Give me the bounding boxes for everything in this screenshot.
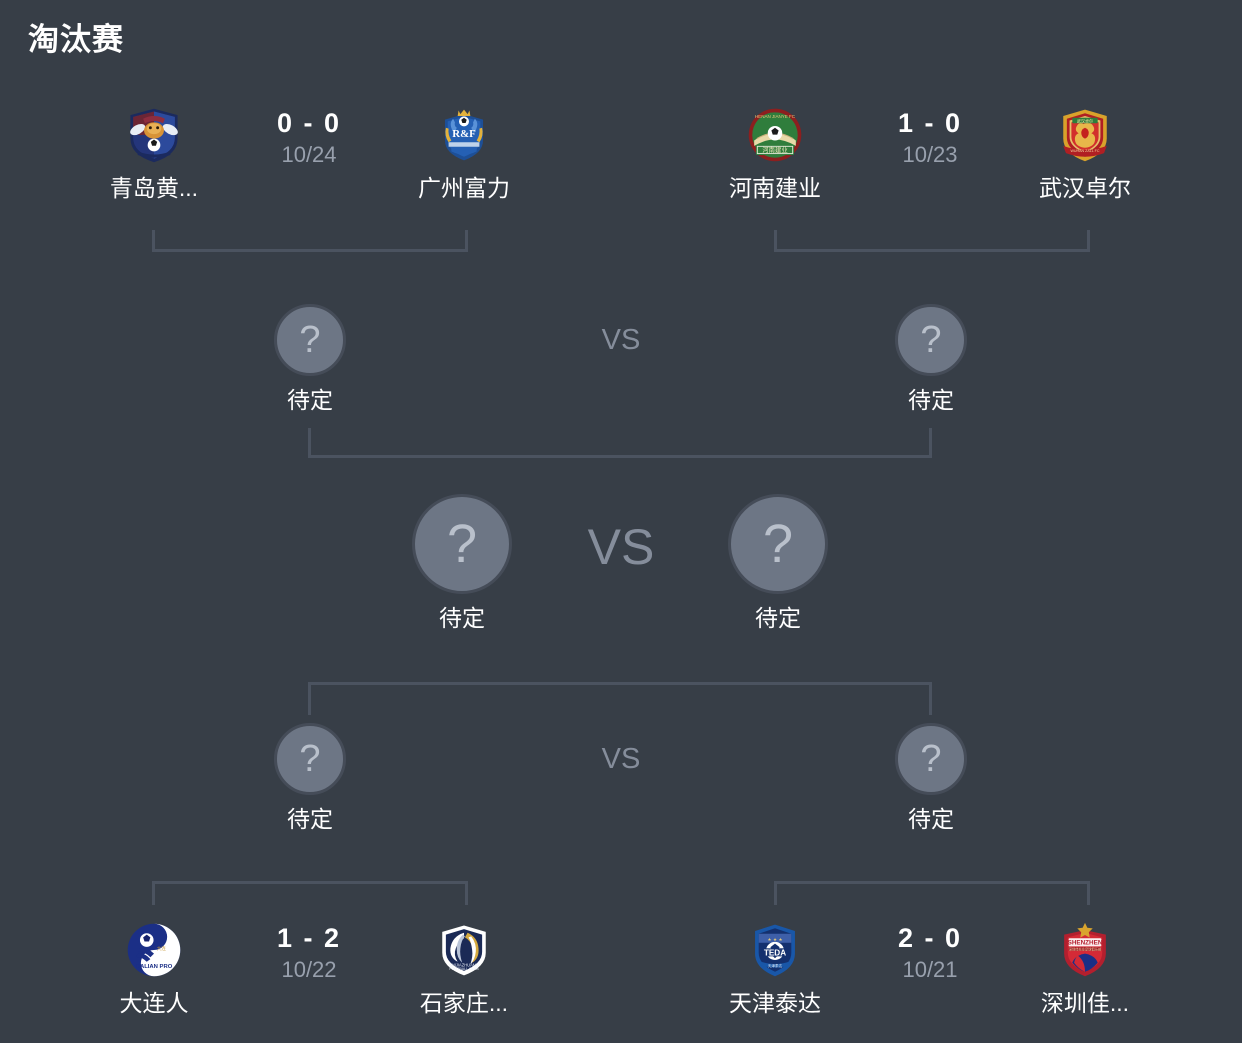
svg-text:深圳佳兆业足球俱乐部: 深圳佳兆业足球俱乐部: [1069, 946, 1102, 951]
team-name: 待定: [287, 387, 333, 413]
vs-label-sf-bottom: VS: [601, 743, 641, 775]
team-name: 天津泰达: [729, 990, 821, 1016]
tbd-question-mark: ?: [446, 514, 478, 574]
tbd-question-icon: ?: [274, 723, 346, 795]
tbd-node-sf-bottom-home[interactable]: ? 待定: [235, 723, 385, 834]
tbd-node-sf-bottom-away[interactable]: ? 待定: [856, 723, 1006, 834]
connector-sf-bottom: [308, 682, 932, 715]
connector-qf-top-right: [774, 230, 1090, 252]
tbd-question-mark: ?: [920, 737, 942, 780]
svg-text:SHENZHEN: SHENZHEN: [1068, 940, 1103, 947]
team-name: 待定: [908, 387, 954, 413]
tianjin-teda-crest: ★ ★ ★ TEDA 天津泰达: [700, 920, 850, 980]
tbd-node-final-away[interactable]: ? 待定: [703, 494, 853, 633]
tbd-question-mark: ?: [762, 514, 794, 574]
team-node-shenzhen[interactable]: SHENZHEN 深圳佳兆业足球俱乐部 深圳佳...: [1010, 920, 1160, 1018]
tbd-node-final-home[interactable]: ? 待定: [387, 494, 537, 633]
team-name: 青岛黄...: [109, 175, 199, 201]
vs-label-final: VS: [587, 519, 655, 575]
svg-text:TEDA: TEDA: [764, 948, 786, 957]
svg-text:大连: 大连: [157, 945, 167, 952]
shijiazhuang-crest: SHIJIAZHUANG FOOTBALL CLUB: [389, 920, 539, 980]
team-node-tianjin-teda[interactable]: ★ ★ ★ TEDA 天津泰达 天津泰达: [700, 920, 850, 1018]
tbd-question-mark: ?: [299, 737, 321, 780]
tbd-question-icon: ?: [412, 494, 512, 594]
team-node-shijiazhuang[interactable]: SHIJIAZHUANG FOOTBALL CLUB 石家庄...: [389, 920, 539, 1018]
tbd-question-icon: ?: [728, 494, 828, 594]
connector-qf-bottom-left: [152, 881, 468, 905]
tbd-question-mark: ?: [920, 318, 942, 361]
svg-text:武汉卓尔: 武汉卓尔: [1077, 117, 1093, 123]
svg-text:★ ★ ★: ★ ★ ★: [767, 937, 782, 943]
tbd-question-icon: ?: [895, 304, 967, 376]
svg-text:河南建业: 河南建业: [762, 145, 787, 154]
henan-jianye-crest: 河南建业 HENAN JIANYE FC: [700, 105, 850, 165]
tbd-question-icon: ?: [274, 304, 346, 376]
match-score-qf-bottom-right[interactable]: 2 - 0 10/21: [850, 922, 1010, 984]
team-node-dalian-pro[interactable]: DALIAN PRO 大连 大连人: [79, 920, 229, 1018]
score-value: 0 - 0: [276, 108, 342, 138]
qingdao-huanghai-crest: [79, 105, 229, 165]
connector-qf-bottom-right: [774, 881, 1090, 905]
match-score-qf-top-left[interactable]: 0 - 0 10/24: [229, 107, 389, 169]
team-name: 大连人: [119, 990, 189, 1016]
dalian-pro-crest: DALIAN PRO 大连: [79, 920, 229, 980]
match-score-qf-bottom-left[interactable]: 1 - 2 10/22: [229, 922, 389, 984]
team-name: 武汉卓尔: [1039, 175, 1131, 201]
team-node-wuhan-zall[interactable]: 武汉卓尔 WUHAN ZALL FC 武汉卓尔: [1010, 105, 1160, 203]
team-name: 待定: [287, 806, 333, 832]
team-name: 广州富力: [418, 175, 510, 201]
connector-qf-top-left: [152, 230, 468, 252]
tbd-question-icon: ?: [895, 723, 967, 795]
tbd-node-sf-top-away[interactable]: ? 待定: [856, 304, 1006, 415]
svg-text:R&F: R&F: [452, 128, 476, 140]
tbd-node-sf-top-home[interactable]: ? 待定: [235, 304, 385, 415]
match-score-qf-top-right[interactable]: 1 - 0 10/23: [850, 107, 1010, 169]
svg-text:天津泰达: 天津泰达: [768, 963, 783, 968]
match-date: 10/24: [281, 142, 337, 167]
svg-text:SHIJIAZHUANG: SHIJIAZHUANG: [449, 962, 479, 967]
shenzhen-crest: SHENZHEN 深圳佳兆业足球俱乐部: [1010, 920, 1160, 980]
score-value: 1 - 2: [276, 923, 342, 953]
team-name: 河南建业: [729, 175, 821, 201]
guangzhou-rf-crest: R&F: [389, 105, 539, 165]
svg-text:DALIAN PRO: DALIAN PRO: [136, 964, 173, 970]
svg-text:WUHAN ZALL FC: WUHAN ZALL FC: [1071, 149, 1100, 153]
team-name: 石家庄...: [419, 990, 509, 1016]
page-title: 淘汰赛: [28, 22, 124, 57]
team-node-qingdao[interactable]: 青岛黄...: [79, 105, 229, 203]
match-date: 10/22: [281, 957, 337, 982]
match-date: 10/21: [902, 957, 958, 982]
team-node-guangzhou-rf[interactable]: R&F 广州富力: [389, 105, 539, 203]
connector-sf-top: [308, 428, 932, 458]
team-name: 深圳佳...: [1040, 990, 1130, 1016]
svg-text:FOOTBALL CLUB: FOOTBALL CLUB: [449, 967, 479, 971]
tbd-question-mark: ?: [299, 318, 321, 361]
team-name: 待定: [755, 605, 801, 631]
team-node-henan-jianye[interactable]: 河南建业 HENAN JIANYE FC 河南建业: [700, 105, 850, 203]
score-value: 1 - 0: [897, 108, 963, 138]
score-value: 2 - 0: [897, 923, 963, 953]
svg-text:HENAN JIANYE FC: HENAN JIANYE FC: [755, 114, 796, 119]
team-name: 待定: [908, 806, 954, 832]
team-name: 待定: [439, 605, 485, 631]
wuhan-zall-crest: 武汉卓尔 WUHAN ZALL FC: [1010, 105, 1160, 165]
vs-label-sf-top: VS: [601, 324, 641, 356]
match-date: 10/23: [902, 142, 958, 167]
